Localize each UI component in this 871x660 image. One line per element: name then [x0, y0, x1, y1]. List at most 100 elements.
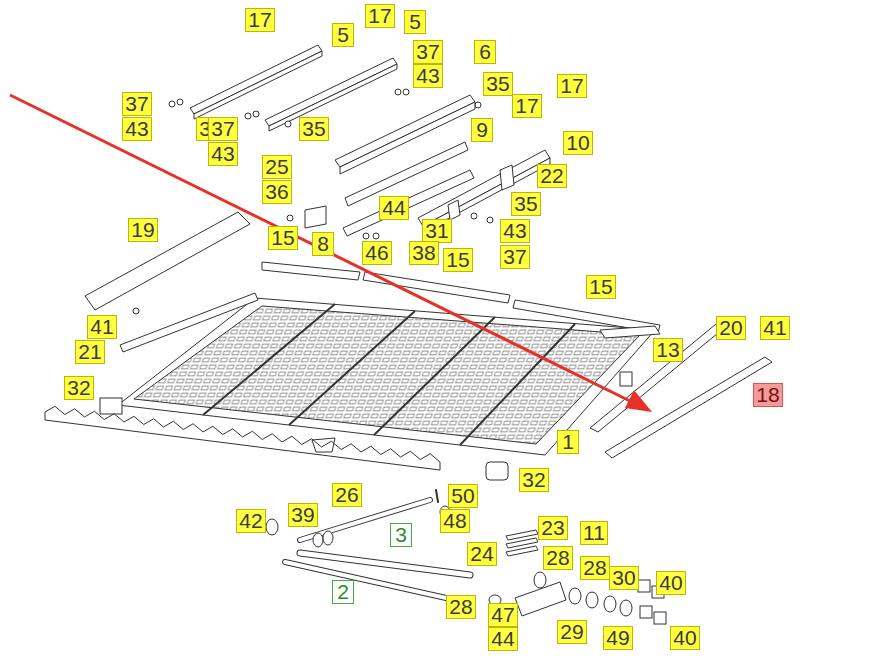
callout-number: 40 — [659, 572, 682, 594]
callout-box: 21 — [75, 340, 105, 364]
callout-box: 9 — [471, 118, 493, 142]
small-parts — [506, 546, 538, 556]
frame — [486, 462, 508, 480]
top-bars — [418, 150, 550, 226]
callout-box: 2 — [332, 580, 354, 604]
small-parts — [266, 519, 278, 535]
frame — [620, 372, 632, 386]
red-arrow — [10, 95, 632, 402]
top-bars — [500, 165, 514, 190]
callout-box: 32 — [519, 468, 549, 492]
callout-box: 41 — [87, 315, 117, 339]
fasteners — [471, 213, 477, 219]
callout-box: 41 — [760, 316, 790, 340]
callout-number: 19 — [131, 219, 154, 241]
top-bars — [448, 200, 460, 220]
small-parts — [313, 533, 323, 547]
callout-number: 28 — [583, 557, 606, 579]
callout-box: 26 — [332, 483, 362, 507]
fasteners — [253, 111, 259, 117]
callout-box: 30 — [609, 566, 639, 590]
callout-box: 36 — [262, 180, 292, 204]
frame — [120, 293, 258, 352]
callout-box: 35 — [299, 117, 329, 141]
callout-number: 15 — [446, 249, 469, 271]
top-bars — [305, 206, 326, 228]
callout-number: 37 — [125, 93, 148, 115]
callout-number: 29 — [560, 621, 583, 643]
callout-number: 17 — [515, 95, 538, 117]
callout-box: 48 — [440, 509, 470, 533]
callout-number: 41 — [90, 316, 113, 338]
callout-box: 40 — [656, 571, 686, 595]
callout-number: 41 — [763, 317, 786, 339]
fasteners — [395, 89, 401, 95]
fasteners — [133, 89, 741, 336]
callout-number: 37 — [503, 246, 526, 268]
callout-box: 20 — [716, 316, 746, 340]
callout-box: 18 — [753, 383, 783, 407]
callout-number: 43 — [125, 118, 148, 140]
fasteners — [245, 113, 251, 119]
callout-number: 49 — [606, 627, 629, 649]
callout-number: 23 — [541, 517, 564, 539]
callout-box: 17 — [512, 94, 542, 118]
callout-box: 44 — [488, 627, 518, 651]
small-parts — [620, 600, 632, 616]
strips — [262, 262, 360, 280]
callout-box: 40 — [670, 626, 700, 650]
callout-number: 35 — [302, 118, 325, 140]
callout-box: 35 — [483, 72, 513, 96]
callout-box: 11 — [580, 521, 608, 545]
frame — [100, 398, 122, 414]
callout-box: 17 — [365, 4, 395, 28]
callout-box: 29 — [557, 620, 587, 644]
strips — [605, 357, 772, 458]
callout-box: 1 — [557, 430, 579, 454]
callout-box: 43 — [122, 117, 152, 141]
callout-box: 19 — [128, 218, 158, 242]
callout-box: 15 — [443, 248, 473, 272]
callout-number: 10 — [566, 132, 589, 154]
callout-number: 38 — [412, 242, 435, 264]
callout-number: 17 — [560, 75, 583, 97]
fasteners — [287, 215, 293, 221]
frame — [600, 326, 660, 338]
small-parts — [640, 606, 652, 618]
callout-box: 42 — [236, 509, 266, 533]
frame — [590, 324, 724, 432]
small-parts — [654, 612, 666, 624]
callout-box: 5 — [332, 23, 354, 47]
top-bars — [269, 64, 397, 131]
callout-number: 24 — [470, 543, 493, 565]
top-bars — [343, 170, 474, 236]
callout-box: 10 — [563, 131, 593, 155]
callout-number: 37 — [211, 118, 234, 140]
callout-number: 8 — [317, 233, 329, 255]
callout-number: 43 — [211, 143, 234, 165]
callout-box: 46 — [362, 241, 392, 265]
frame — [134, 306, 640, 444]
callout-number: 30 — [612, 567, 635, 589]
callout-box: 28 — [543, 546, 573, 570]
top-bars — [265, 58, 397, 126]
callout-box: 32 — [64, 376, 94, 400]
callout-number: 32 — [67, 377, 90, 399]
callout-number: 17 — [248, 9, 271, 31]
callout-number: 37 — [416, 41, 439, 63]
small-parts — [638, 580, 650, 592]
callout-number: 21 — [78, 341, 101, 363]
callout-box: 3 — [390, 523, 412, 547]
callout-box: 43 — [500, 219, 530, 243]
fasteners — [177, 99, 183, 105]
callout-number: 5 — [337, 24, 349, 46]
callout-number: 26 — [335, 484, 358, 506]
callout-box: 15 — [586, 275, 616, 299]
shafts — [285, 562, 455, 600]
callout-number: 20 — [719, 317, 742, 339]
callout-box: 44 — [379, 196, 409, 220]
callout-number: 15 — [589, 276, 612, 298]
callout-number: 32 — [522, 469, 545, 491]
comb — [45, 412, 440, 470]
small-parts — [534, 572, 546, 588]
